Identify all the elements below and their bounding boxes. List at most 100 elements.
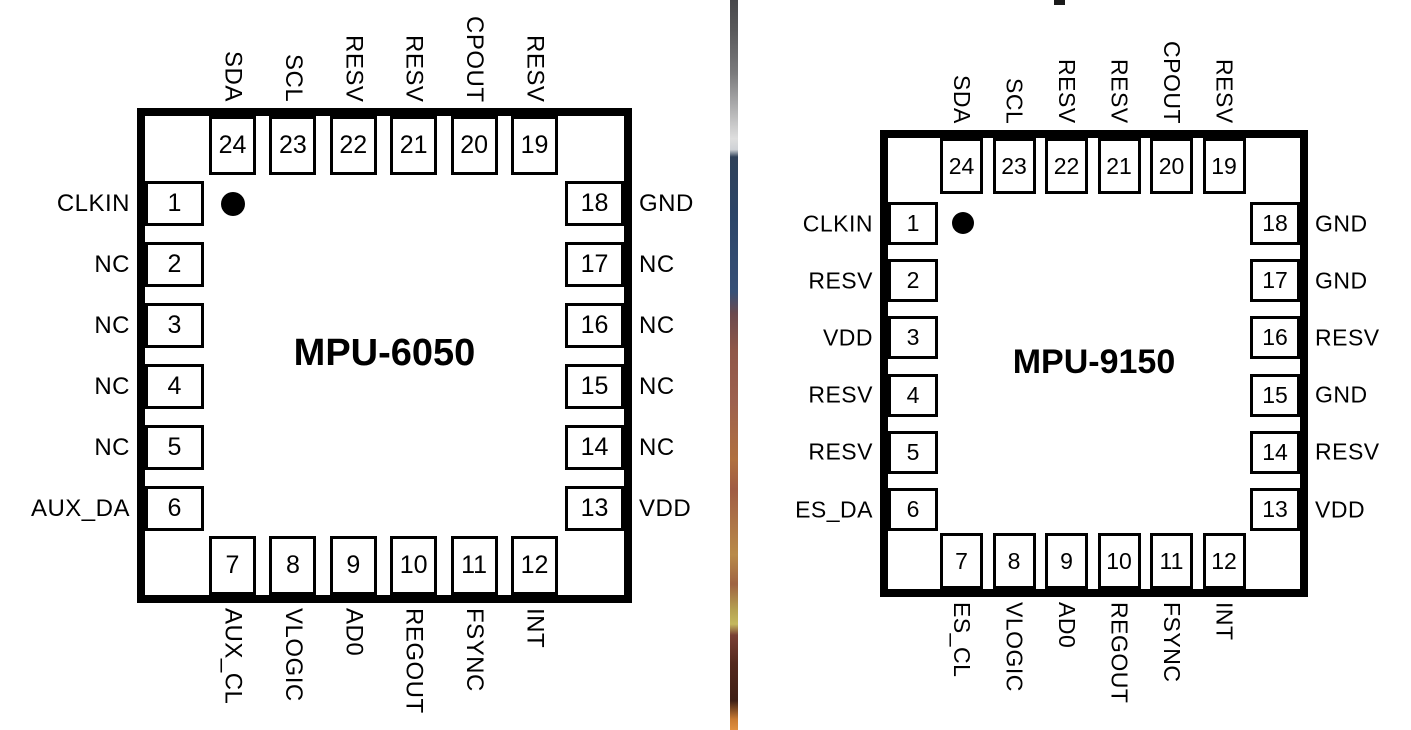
pin-number: 18 — [580, 189, 609, 217]
pin-9: 9 AD0 — [1045, 533, 1088, 648]
pin-box: 23 — [269, 116, 317, 175]
pin-number: 11 — [461, 551, 488, 579]
pin-box: 15 — [1250, 373, 1300, 417]
pin-22: 22 RESV — [329, 35, 377, 175]
pin-label: NC — [639, 433, 675, 461]
pin-box: 11 — [450, 536, 498, 595]
pin-label: RESV — [1315, 438, 1380, 465]
pin-number: 7 — [225, 551, 240, 579]
pin-box: 24 — [940, 138, 983, 194]
pin-number: 22 — [339, 131, 368, 159]
pin-box: 10 — [390, 536, 438, 595]
chip-title: MPU-9150 — [1012, 343, 1176, 381]
pin-number: 22 — [1053, 152, 1080, 179]
pin-box: 18 — [565, 181, 624, 226]
pin-7: 7 ES_CL — [940, 533, 983, 677]
pin-label: RESV — [808, 438, 873, 465]
pin-label: REGOUT — [400, 608, 428, 714]
pin-box: 3 — [145, 303, 204, 348]
pin-number: 19 — [1211, 152, 1237, 179]
pin-16: 16 NC — [565, 303, 674, 348]
pin-box: 12 — [1202, 533, 1246, 589]
pin-box: 21 — [1097, 138, 1141, 194]
pin-label: NC — [639, 372, 675, 400]
mpu-9150-package-outline: MPU-9150 24 SDA 23 SCL 22 RESV 21 RESV 2… — [795, 41, 1379, 703]
pin-16: 16 RESV — [1250, 316, 1379, 360]
pin-box: 16 — [565, 303, 624, 348]
pin-number: 16 — [1262, 324, 1288, 351]
pin-number: 19 — [520, 131, 549, 159]
pin-15: 15 GND — [1250, 373, 1367, 417]
pin-label: CLKIN — [56, 189, 130, 217]
pin-17: 17 NC — [565, 242, 674, 287]
pin-number: 11 — [1159, 547, 1184, 574]
pin-number: 9 — [1060, 547, 1073, 574]
mpu-6050-package-outline: MPU-6050 24 SDA 23 SCL 22 RESV 21 RESV 2… — [31, 16, 693, 714]
pin-label: AUX_CL — [219, 608, 247, 705]
pin-label: GND — [1315, 267, 1368, 294]
pin-box: 16 — [1250, 316, 1300, 360]
pin-23: 23 SCL — [269, 54, 317, 175]
pin-number: 20 — [460, 131, 488, 159]
pin-label: CPOUT — [461, 15, 489, 103]
pin-box: 10 — [1097, 533, 1141, 589]
pin-box: 11 — [1150, 533, 1193, 589]
section-divider-line — [730, 0, 738, 730]
pin-label: REGOUT — [1106, 602, 1133, 704]
pin-number: 20 — [1158, 152, 1185, 179]
pin-label: INT — [521, 608, 549, 649]
pin-number: 2 — [167, 250, 182, 278]
pin-label: VLOGIC — [1001, 602, 1028, 692]
pin-number: 13 — [580, 494, 609, 522]
pin-label: VDD — [1315, 496, 1366, 522]
pin-box: 17 — [1250, 259, 1300, 303]
pin-box: 12 — [511, 536, 558, 595]
pin-box: 17 — [565, 242, 624, 287]
pin-box: 2 — [888, 259, 938, 303]
pin-box: 9 — [1045, 533, 1088, 589]
pin-number: 3 — [906, 324, 920, 351]
pin-number: 17 — [1262, 267, 1288, 294]
pin-label: RESV — [340, 34, 368, 102]
pin-label: RESV — [1106, 59, 1133, 124]
pin-number: 5 — [167, 433, 182, 461]
pin-box: 9 — [329, 536, 377, 595]
pin-box: 21 — [390, 116, 438, 175]
pin-box: 13 — [565, 486, 624, 531]
pin-5: 5 RESV — [808, 430, 938, 474]
pin-number: 24 — [948, 152, 975, 179]
pin-box: 24 — [209, 116, 256, 175]
pin-label: VDD — [639, 494, 692, 522]
pin-3: 3 NC — [94, 303, 204, 348]
pin-6: 6 AUX_DA — [31, 486, 204, 531]
pin-label: NC — [639, 250, 675, 278]
pin-label: GND — [639, 189, 694, 217]
pin-box: 4 — [888, 373, 938, 417]
pin-label: NC — [94, 311, 130, 339]
pin-4: 4 NC — [94, 364, 204, 409]
pin-label: CPOUT — [1159, 41, 1185, 124]
pin-number: 23 — [1001, 152, 1027, 179]
pin-label: CLKIN — [802, 210, 873, 236]
pin-label: RESV — [521, 34, 549, 102]
pin-box: 2 — [145, 242, 204, 287]
pin-label: NC — [639, 311, 675, 339]
pin-number: 4 — [167, 372, 182, 400]
pin-number: 21 — [1106, 152, 1132, 179]
pin-label: NC — [94, 372, 130, 400]
pin-box: 7 — [209, 536, 256, 595]
pin-17: 17 GND — [1250, 259, 1367, 303]
pin-8: 8 VLOGIC — [992, 533, 1036, 692]
chip-title: MPU-6050 — [293, 332, 476, 374]
pin-24: 24 SDA — [940, 75, 983, 194]
pin-5: 5 NC — [94, 425, 204, 470]
pin-box: 5 — [145, 425, 204, 470]
pin-label: FSYNC — [1159, 602, 1185, 683]
pin-number: 23 — [278, 131, 307, 159]
pin-6: 6 ES_DA — [795, 488, 938, 531]
pin-number: 18 — [1262, 210, 1288, 236]
pin-3: 3 VDD — [823, 316, 938, 360]
pin-number: 5 — [906, 438, 920, 465]
pin-24: 24 SDA — [209, 51, 256, 175]
